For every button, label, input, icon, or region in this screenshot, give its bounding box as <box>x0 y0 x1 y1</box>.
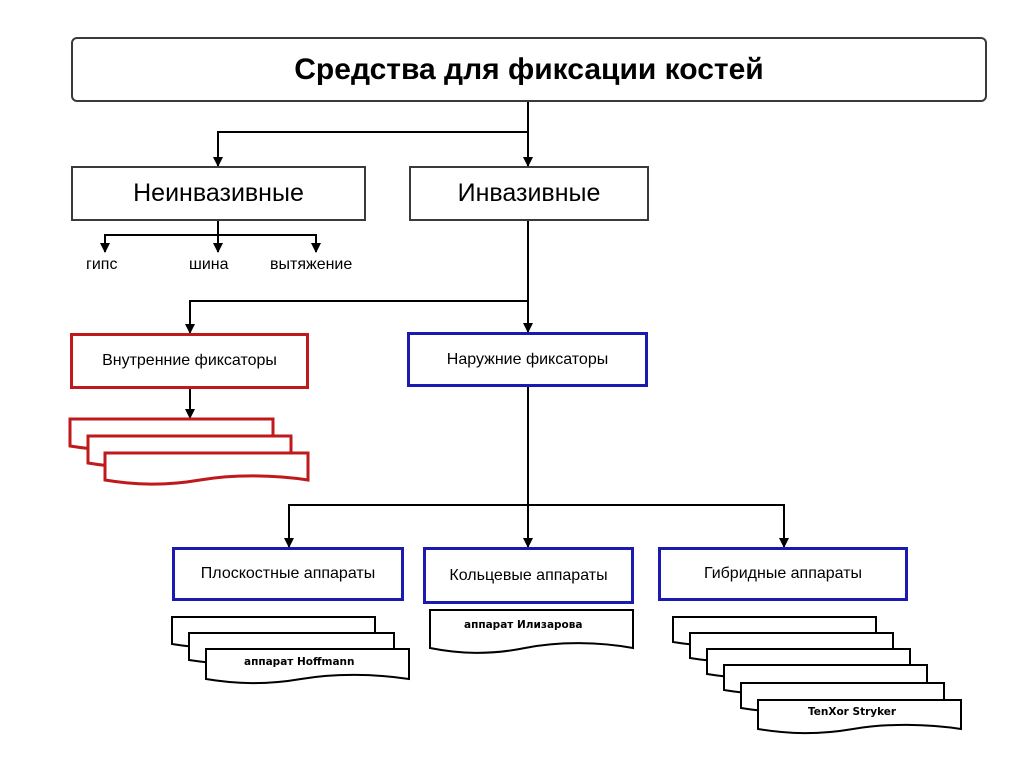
hybrid-doc-sheet <box>757 699 962 735</box>
item-traction: вытяжение <box>270 256 353 273</box>
hybrid-apparatus-box: Гибридные аппараты <box>658 547 908 601</box>
planar-device-doc-stack <box>171 616 410 685</box>
device-ilizarov-label: аппарат Илизарова <box>464 619 583 631</box>
ring-doc-sheet <box>429 609 634 654</box>
device-tenxor-stryker-label: TenXor Stryker <box>808 706 897 718</box>
hybrid-device-doc-stack <box>672 616 962 735</box>
external-fixators-box: Наружние фиксаторы <box>407 332 648 387</box>
planar-doc-sheet <box>205 648 410 685</box>
connectors <box>100 102 789 548</box>
planar-apparatus-box: Плоскостные аппараты <box>172 547 404 601</box>
noninvasive-box: Неинвазивные <box>71 166 366 221</box>
item-shina: шина <box>189 256 229 273</box>
diagram-title: Средства для фиксации костей <box>71 37 987 102</box>
connector-external-hybrid <box>528 504 789 548</box>
connector-noninvasive-traction <box>218 234 321 253</box>
internal-doc-sheet <box>103 451 310 486</box>
ring-device-doc <box>429 609 634 654</box>
connector-invasive-internal <box>185 300 528 334</box>
internal-fixator-doc-stack <box>68 417 310 486</box>
internal-fixators-box: Внутренние фиксаторы <box>70 333 309 389</box>
item-gips: гипс <box>86 256 118 273</box>
connector-noninvasive-gips <box>100 221 219 253</box>
connector-title-noninvasive <box>213 131 528 167</box>
invasive-box: Инвазивные <box>409 166 649 221</box>
ring-apparatus-box: Кольцевые аппараты <box>423 547 634 604</box>
device-hoffmann-label: аппарат Hoffmann <box>244 656 355 668</box>
connector-external-planar <box>284 504 528 548</box>
